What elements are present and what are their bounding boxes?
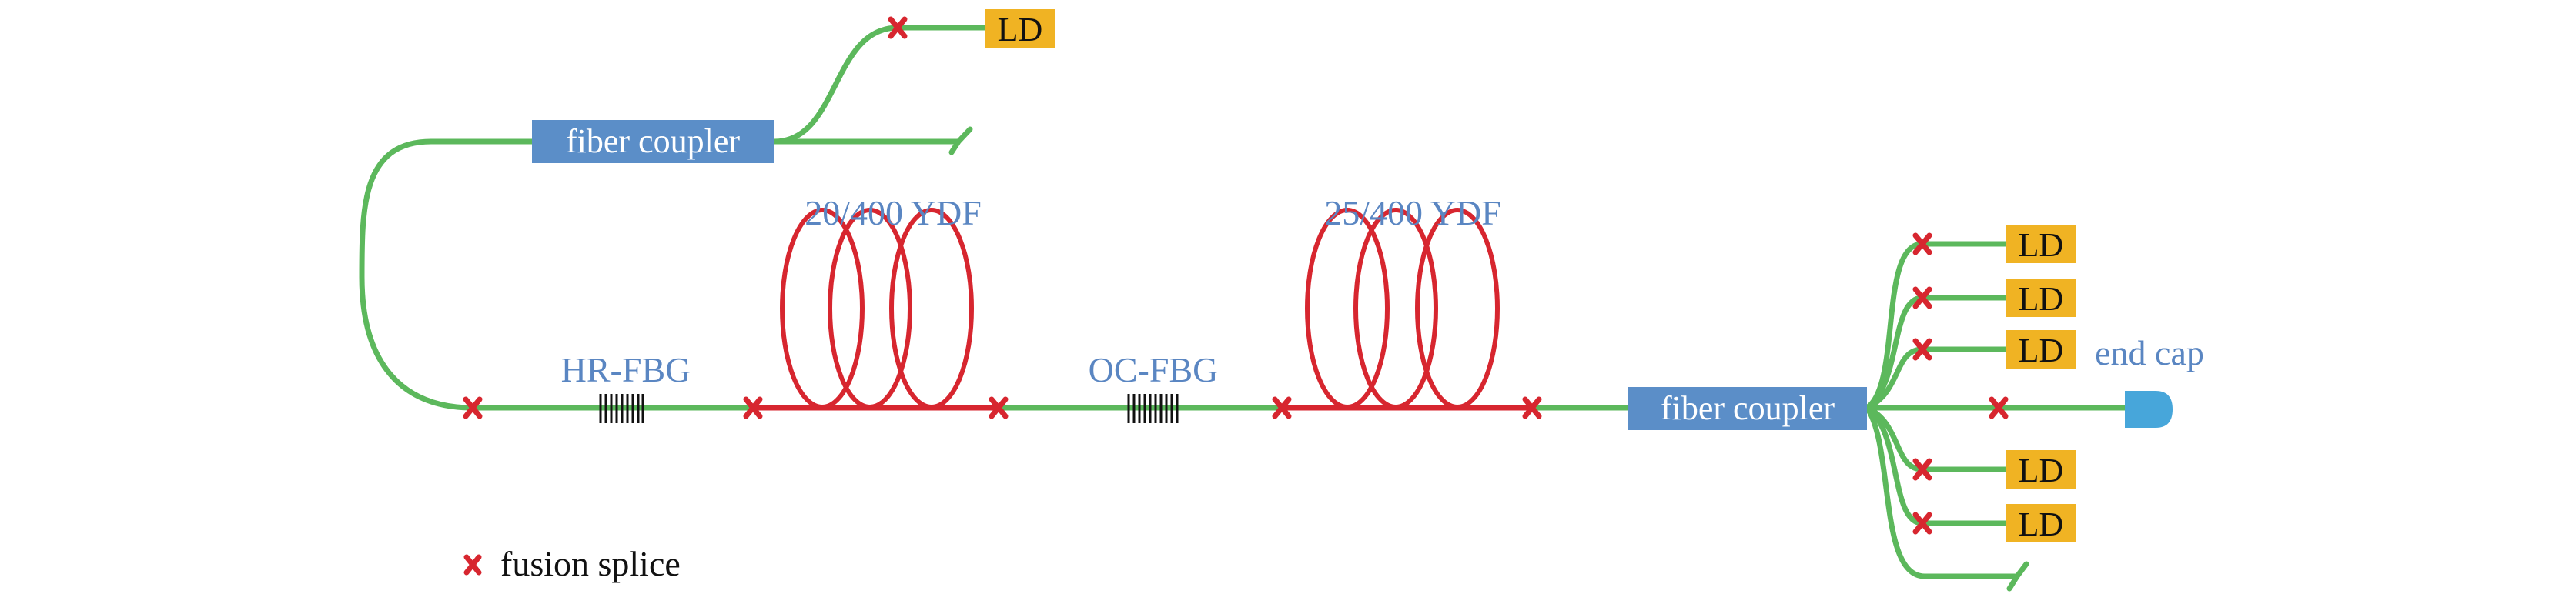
ld-label: LD xyxy=(2019,332,2064,369)
splice-icon xyxy=(463,396,483,419)
splice-icon xyxy=(1912,232,1932,255)
ydf1-coil xyxy=(780,208,974,409)
ld-4: LD xyxy=(2006,450,2076,489)
splice-icon xyxy=(888,16,908,39)
coupler-fanout xyxy=(1864,241,2129,592)
ld-label: LD xyxy=(2019,452,2064,489)
splice-icon xyxy=(1522,396,1542,419)
legend: fusion splice xyxy=(463,544,681,583)
end-cap xyxy=(2125,391,2173,428)
splice-icon xyxy=(1912,458,1932,481)
ld-label: LD xyxy=(2019,226,2064,264)
oc-fbg-label: OC-FBG xyxy=(1089,350,1219,389)
legend-fusion-splice: fusion splice xyxy=(500,544,681,583)
main-fiber-coupler: fiber coupler xyxy=(1628,387,1867,430)
ld-top: LD xyxy=(985,9,1055,48)
ld-1: LD xyxy=(2006,225,2076,264)
splice-icon xyxy=(463,554,482,576)
ld-3: LD xyxy=(2006,330,2076,369)
ld-5: LD xyxy=(2006,504,2076,543)
ydf1-label: 20/400 YDF xyxy=(805,193,982,232)
splice-icon xyxy=(743,396,763,419)
splice-icon xyxy=(989,396,1009,419)
ld-2: LD xyxy=(2006,279,2076,318)
splice-icon xyxy=(1989,396,2009,419)
splice-icon xyxy=(1272,396,1292,419)
fusion-splices xyxy=(463,16,2009,535)
ld-label: LD xyxy=(2019,506,2064,543)
hr-fbg-grating xyxy=(599,394,644,423)
splice-icon xyxy=(1912,512,1932,535)
ld-label: LD xyxy=(998,11,1043,48)
top-coupler-label: fiber coupler xyxy=(566,122,740,160)
top-pump-fiber xyxy=(771,25,990,145)
main-coupler-label: fiber coupler xyxy=(1661,389,1835,427)
ydf2-coil xyxy=(1305,208,1500,409)
ydf2-label: 25/400 YDF xyxy=(1324,193,1501,232)
feedback-loop-fiber xyxy=(359,138,535,411)
ld-label: LD xyxy=(2019,280,2064,318)
oc-fbg-grating xyxy=(1127,394,1179,423)
hr-fbg-label: HR-FBG xyxy=(561,350,691,389)
top-tail-fiber xyxy=(771,126,973,155)
end-cap-label: end cap xyxy=(2095,333,2204,372)
top-fiber-coupler: fiber coupler xyxy=(532,120,774,163)
splice-icon xyxy=(1912,338,1932,361)
splice-icon xyxy=(1912,286,1932,309)
